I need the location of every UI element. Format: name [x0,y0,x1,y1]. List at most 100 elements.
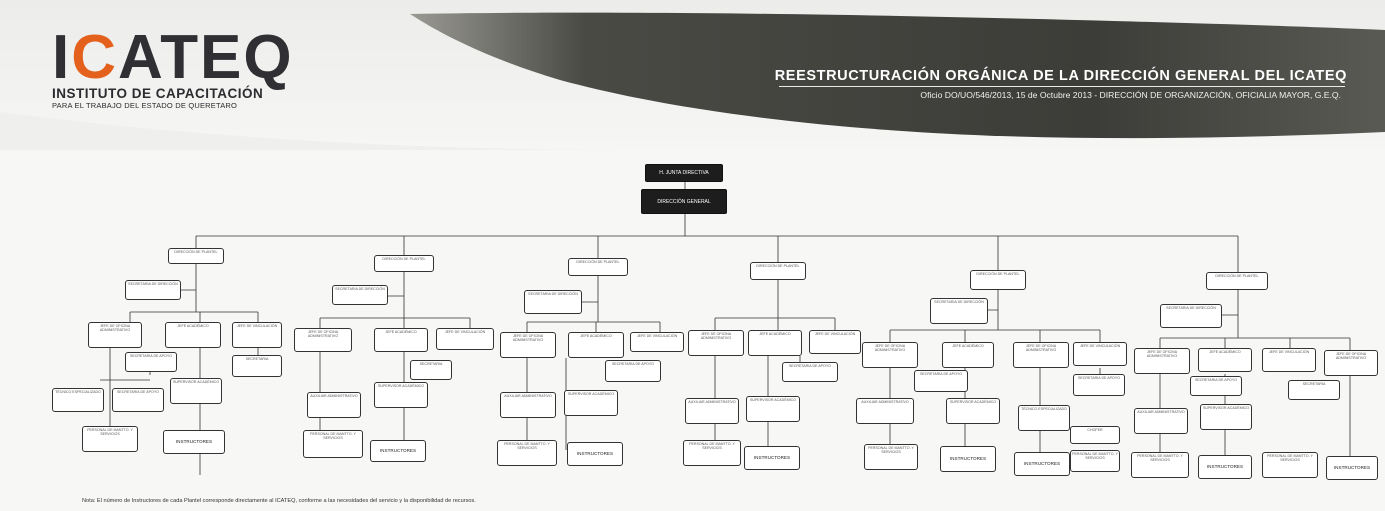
direccion-general-box: DIRECCIÓN GENERAL [641,189,727,214]
c5-tecnico: TÉCNICO ESPECIALIZADO [1018,405,1070,431]
c4-supervisor: SUPERVISOR ACADÉMICO [746,396,800,422]
c3-auxiliar-label: AUXILIAR ADMINISTRATIVO [504,394,552,398]
c5-supervisor-label: SUPERVISOR ACADÉMICO [949,400,997,404]
c2-auxiliar-label: AUXILIAR ADMINISTRATIVO [310,394,358,398]
c3-secretaria-apoyo-label: SECRETARIA DE APOYO [611,362,655,366]
c5-secretaria-apoyo: SECRETARIA DE APOYO [914,370,968,392]
c1-secretaria-apoyo-label: SECRETARIA DE APOYO [129,354,173,358]
c4-jefe-academico: JEFE ACADÉMICO [748,330,802,356]
logo-letter-i: I [52,23,72,92]
c3-secretaria-apoyo: SECRETARIA DE APOYO [605,360,661,382]
c4-personal: PERSONAL DE MANTTO. Y SERVICIOS [683,440,741,466]
c2-secretaria-2: SECRETARIA [410,360,452,380]
title-divider [779,86,1345,87]
c2-supervisor: SUPERVISOR ACADÉMICO [374,382,428,408]
c4-jefe-admin-label: JEFE DE OFICINA ADMINISTRATIVO [700,332,732,340]
c5-secretaria: SECRETARIA DE DIRECCIÓN [930,298,988,324]
c6-personal-2: PERSONAL DE MANTTO. Y SERVICIOS [1262,452,1318,478]
c6-jefe-academico-label: JEFE ACADÉMICO [1209,350,1241,354]
c5-supervisor: SUPERVISOR ACADÉMICO [946,398,1000,424]
c5-secretaria-apoyo-label: SECRETARIA DE APOYO [919,372,963,376]
c6-supervisor: SUPERVISOR ACADÉMICO [1200,404,1252,430]
c4-jefe-academico-label: JEFE ACADÉMICO [759,332,791,336]
c4-personal-label: PERSONAL DE MANTTO. Y SERVICIOS [689,442,735,450]
c5-secretaria-apoyo-2: SECRETARIA DE APOYO [1073,374,1125,396]
c5-personal-label: PERSONAL DE MANTTO. Y SERVICIOS [868,446,914,454]
document-title: REESTRUCTURACIÓN ORGÁNICA DE LA DIRECCIÓ… [774,68,1347,84]
c2-auxiliar: AUXILIAR ADMINISTRATIVO [307,392,361,418]
c5-tecnico-label: TÉCNICO ESPECIALIZADO [1021,407,1067,411]
c5-chofer: CHOFER [1070,426,1120,444]
c2-jefe-academico: JEFE ACADÉMICO [374,328,428,352]
plantel-head-2-label: DIRECCIÓN DE PLANTEL [382,257,426,261]
c2-jefe-vinculacion-label: JEFE DE VINCULACIÓN [444,330,486,334]
c3-personal: PERSONAL DE MANTTO. Y SERVICIOS [497,440,557,466]
c1-instructores: INSTRUCTORES [163,430,225,454]
c6-auxiliar-label: AUXILIAR ADMINISTRATIVO [1137,410,1185,414]
c5-personal-2-label: PERSONAL DE MANTTO. Y SERVICIOS [1072,452,1118,460]
c2-secretaria-label: SECRETARIA DE DIRECCIÓN [335,287,385,291]
c2-secretaria-2-label: SECRETARIA [419,362,443,366]
c5-jefe-oficina-label: JEFE DE OFICINA ADMINISTRATIVO [1025,344,1057,352]
c3-auxiliar: AUXILIAR ADMINISTRATIVO [500,392,556,418]
c6-secretaria-2-label: SECRETARIA [1302,382,1326,386]
c1-secretaria-2: SECRETARIA [232,355,282,377]
junta-directiva-label: H. JUNTA DIRECTIVA [659,170,709,176]
c2-instructores: INSTRUCTORES [370,440,426,462]
c5-chofer-label: CHOFER [1087,428,1103,432]
c6-instructores-2: INSTRUCTORES [1326,456,1378,480]
c4-auxiliar: AUXILIAR ADMINISTRATIVO [685,398,739,424]
c2-instructores-label: INSTRUCTORES [379,448,417,453]
c3-jefe-academico-label: JEFE ACADÉMICO [580,334,612,338]
c3-supervisor-label: SUPERVISOR ACADÉMICO [567,392,615,396]
c1-secretaria: SECRETARIA DE DIRECCIÓN [125,280,181,300]
c2-supervisor-label: SUPERVISOR ACADÉMICO [377,384,425,388]
logo-line1: INSTITUTO DE CAPACITACIÓN [52,86,264,101]
plantel-head-6: DIRECCIÓN DE PLANTEL [1206,272,1268,290]
c6-jefe-vinculacion-label: JEFE DE VINCULACIÓN [1268,350,1310,354]
c6-instructores-label: INSTRUCTORES [1206,464,1244,469]
c2-secretaria: SECRETARIA DE DIRECCIÓN [332,285,388,305]
c2-personal-label: PERSONAL DE MANTTO. Y SERVICIOS [310,432,356,440]
plantel-head-4: DIRECCIÓN DE PLANTEL [750,262,806,280]
c5-jefe-oficina: JEFE DE OFICINA ADMINISTRATIVO [1013,342,1069,368]
c4-secretaria-apoyo-label: SECRETARIA DE APOYO [788,364,832,368]
c5-jefe-vinculacion: JEFE DE VINCULACIÓN [1073,342,1127,366]
document-subtitle: Oficio DO/UO/546/2013, 15 de Octubre 201… [920,90,1341,100]
c3-secretaria: SECRETARIA DE DIRECCIÓN [524,290,582,314]
logo-line2: PARA EL TRABAJO DEL ESTADO DE QUERETARO [52,101,238,110]
c1-secretaria-label: SECRETARIA DE DIRECCIÓN [128,282,178,286]
c6-jefe-oficina-label: JEFE DE OFICINA ADMINISTRATIVO [1335,352,1367,360]
footnote: Nota: El número de Instructores de cada … [82,498,476,504]
c6-instructores-2-label: INSTRUCTORES [1333,465,1371,470]
c6-secretaria-apoyo-label: SECRETARIA DE APOYO [1194,378,1238,382]
c2-jefe-academico-label: JEFE ACADÉMICO [385,330,417,334]
c1-supervisor-label: SUPERVISOR ACADÉMICO [172,380,220,384]
c1-secretaria-apoyo: SECRETARIA DE APOYO [125,352,177,372]
c4-secretaria-apoyo: SECRETARIA DE APOYO [782,362,838,382]
c3-instructores: INSTRUCTORES [567,442,623,466]
c3-jefe-vinculacion-label: JEFE DE VINCULACIÓN [636,334,678,338]
c1-personal: PERSONAL DE MANTTO. Y SERVICIOS [82,426,138,452]
plantel-head-2: DIRECCIÓN DE PLANTEL [374,255,434,272]
c1-jefe-vinculacion-label: JEFE DE VINCULACIÓN [236,324,278,328]
plantel-head-3-label: DIRECCIÓN DE PLANTEL [576,260,620,264]
c5-jefe-admin: JEFE DE OFICINA ADMINISTRATIVO [862,342,918,368]
c6-secretaria-label: SECRETARIA DE DIRECCIÓN [1166,306,1216,310]
c1-jefe-academico: JEFE ACADÉMICO [165,322,221,348]
c1-personal-label: PERSONAL DE MANTTO. Y SERVICIOS [87,428,133,436]
c6-auxiliar: AUXILIAR ADMINISTRATIVO [1134,408,1188,434]
c3-jefe-academico: JEFE ACADÉMICO [568,332,624,358]
c5-instructores-2-label: INSTRUCTORES [1023,461,1061,466]
c6-secretaria-2: SECRETARIA [1288,380,1340,400]
c2-jefe-admin-label: JEFE DE OFICINA ADMINISTRATIVO [307,330,339,338]
plantel-head-3: DIRECCIÓN DE PLANTEL [568,258,628,276]
c1-tecnico: TÉCNICO ESPECIALIZADO [52,388,104,412]
c4-jefe-vinculacion: JEFE DE VINCULACIÓN [809,330,861,354]
c5-personal: PERSONAL DE MANTTO. Y SERVICIOS [864,444,918,470]
c5-instructores-2: INSTRUCTORES [1014,452,1070,476]
c4-jefe-admin: JEFE DE OFICINA ADMINISTRATIVO [688,330,744,356]
logo-letter-c: C [71,23,119,92]
c1-jefe-academico-label: JEFE ACADÉMICO [177,324,209,328]
